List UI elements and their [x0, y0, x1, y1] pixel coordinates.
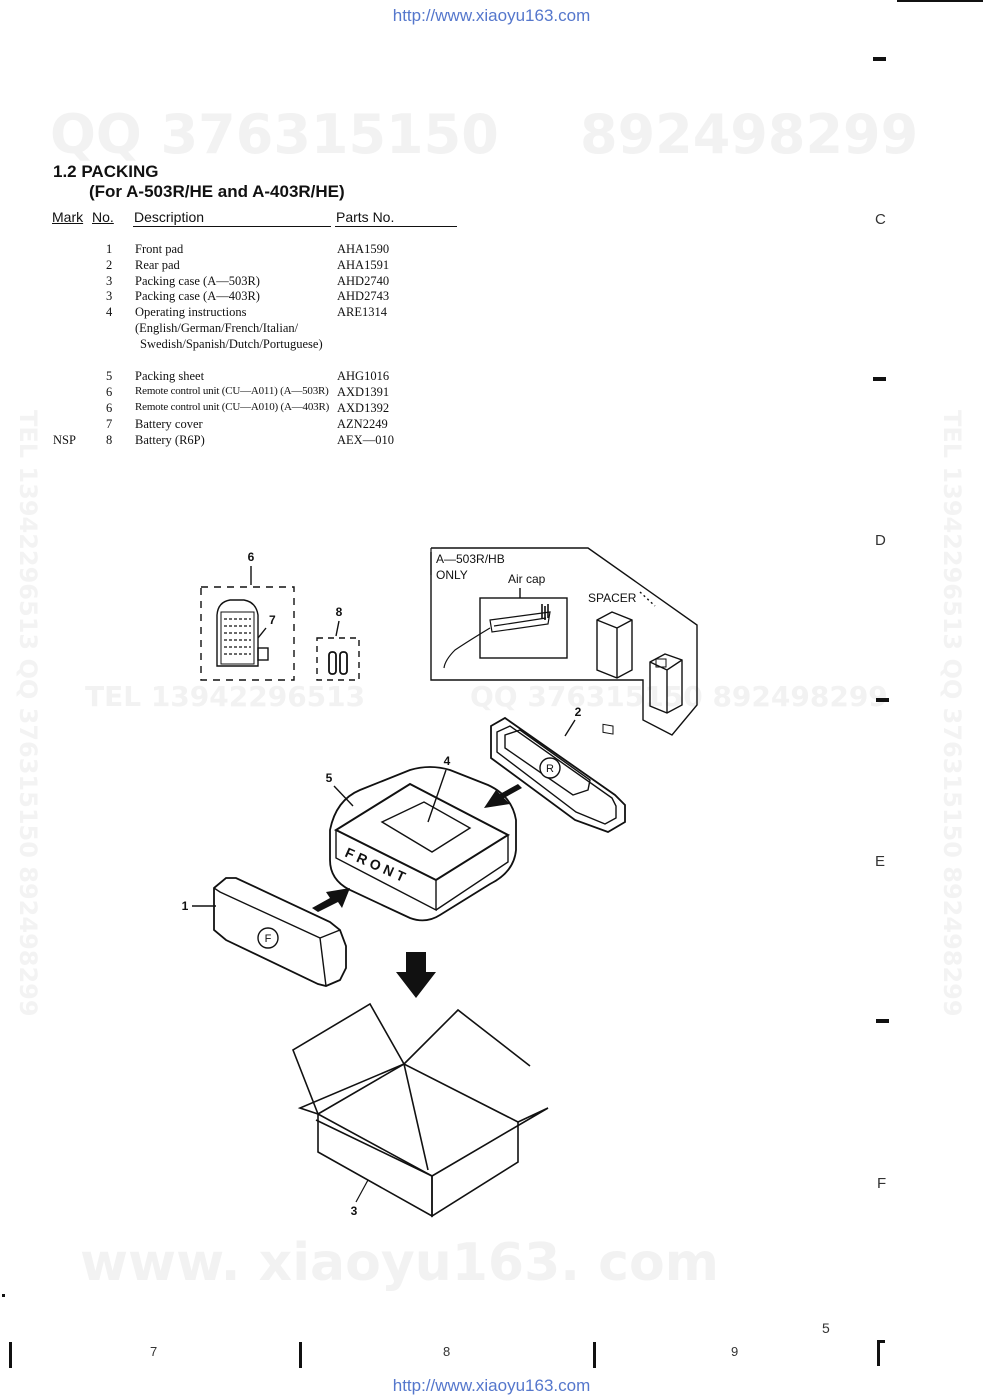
- footer-url[interactable]: http://www.xiaoyu163.com: [392, 1376, 591, 1395]
- front-pad: 1 F: [182, 877, 347, 987]
- battery-group: 8: [316, 605, 360, 681]
- margin-dot: [2, 1294, 5, 1297]
- operating-instructions: [380, 801, 472, 853]
- spacer-block: [596, 611, 633, 679]
- section-title: 1.2 PACKING: [53, 162, 159, 181]
- rear-pad: 2 R: [490, 705, 626, 833]
- margin-dash: [876, 698, 889, 702]
- column-bar: [877, 1340, 880, 1366]
- callout-6: 6: [248, 550, 255, 564]
- battery-icon: [339, 651, 348, 675]
- column-number-9: 9: [731, 1344, 739, 1359]
- callout-7: 7: [269, 613, 276, 627]
- header-url[interactable]: http://www.xiaoyu163.com: [392, 6, 591, 25]
- header-rule-parts: [335, 226, 457, 227]
- header-parts-no: Parts No.: [336, 209, 395, 225]
- column-bar-tick: [877, 1340, 885, 1343]
- page-number: 5: [822, 1320, 830, 1336]
- inset-label-only: ONLY: [436, 568, 468, 582]
- callout-3: 3: [351, 1204, 358, 1218]
- column-bar: [299, 1342, 302, 1368]
- column-bar: [9, 1342, 12, 1368]
- callout-4: 4: [444, 754, 451, 768]
- watermark-number: 892498299: [580, 103, 919, 166]
- margin-letter-e: E: [875, 853, 886, 870]
- callout-8: 8: [336, 605, 343, 619]
- section-subtitle: (For A-503R/HE and A-403R/HE): [89, 182, 345, 201]
- spacer-block: [649, 653, 683, 714]
- margin-dash: [873, 377, 886, 381]
- spacer-label: SPACER: [588, 591, 637, 605]
- remote-control-icon: [216, 599, 269, 667]
- header-mark: Mark: [52, 209, 84, 225]
- spacer-inset: A—503R/HB ONLY Air cap SPACER: [430, 547, 698, 736]
- callout-2: 2: [575, 705, 582, 719]
- watermark-www: www. xiaoyu163. com: [80, 1233, 719, 1293]
- callout-1: 1: [182, 899, 189, 913]
- header-no: No.: [92, 209, 114, 225]
- air-cap-label: Air cap: [508, 572, 546, 586]
- battery-icon: [328, 651, 337, 675]
- packing-sheet: [329, 766, 517, 922]
- remote-control-group: 6 7: [200, 550, 295, 681]
- air-cap-sheet: [479, 597, 568, 659]
- front-pad-mark: [257, 927, 279, 949]
- svg-text:R: R: [546, 763, 554, 775]
- packed-unit: 4 5 FRONT: [326, 754, 517, 922]
- table-header: Mark No. Description Parts No.: [0, 209, 983, 229]
- margin-letter-c: C: [875, 211, 886, 228]
- margin-dash: [873, 57, 886, 61]
- packing-case: 3: [292, 1002, 549, 1218]
- margin-letter-d: D: [875, 532, 886, 549]
- margin-dash: [876, 1019, 889, 1023]
- arrow-down: [396, 952, 436, 998]
- column-number-7: 7: [150, 1344, 158, 1359]
- column-bar: [593, 1342, 596, 1368]
- column-number-8: 8: [443, 1344, 451, 1359]
- top-rule: [897, 0, 983, 2]
- svg-text:F: F: [265, 933, 272, 945]
- header-description: Description: [134, 209, 205, 225]
- watermark-qq: QQ 376315150: [50, 103, 499, 166]
- watermark-tel: TEL 13942296513: [85, 680, 366, 713]
- callout-5: 5: [326, 771, 333, 785]
- rear-pad-mark: [539, 757, 561, 779]
- margin-letter-f: F: [877, 1175, 887, 1192]
- header-rule-description: [133, 226, 331, 227]
- arrow-front-pad: [312, 888, 350, 912]
- watermark-qq-mid: QQ 376315150 892498299: [470, 680, 888, 713]
- inset-label-model: A—503R/HB: [436, 552, 505, 566]
